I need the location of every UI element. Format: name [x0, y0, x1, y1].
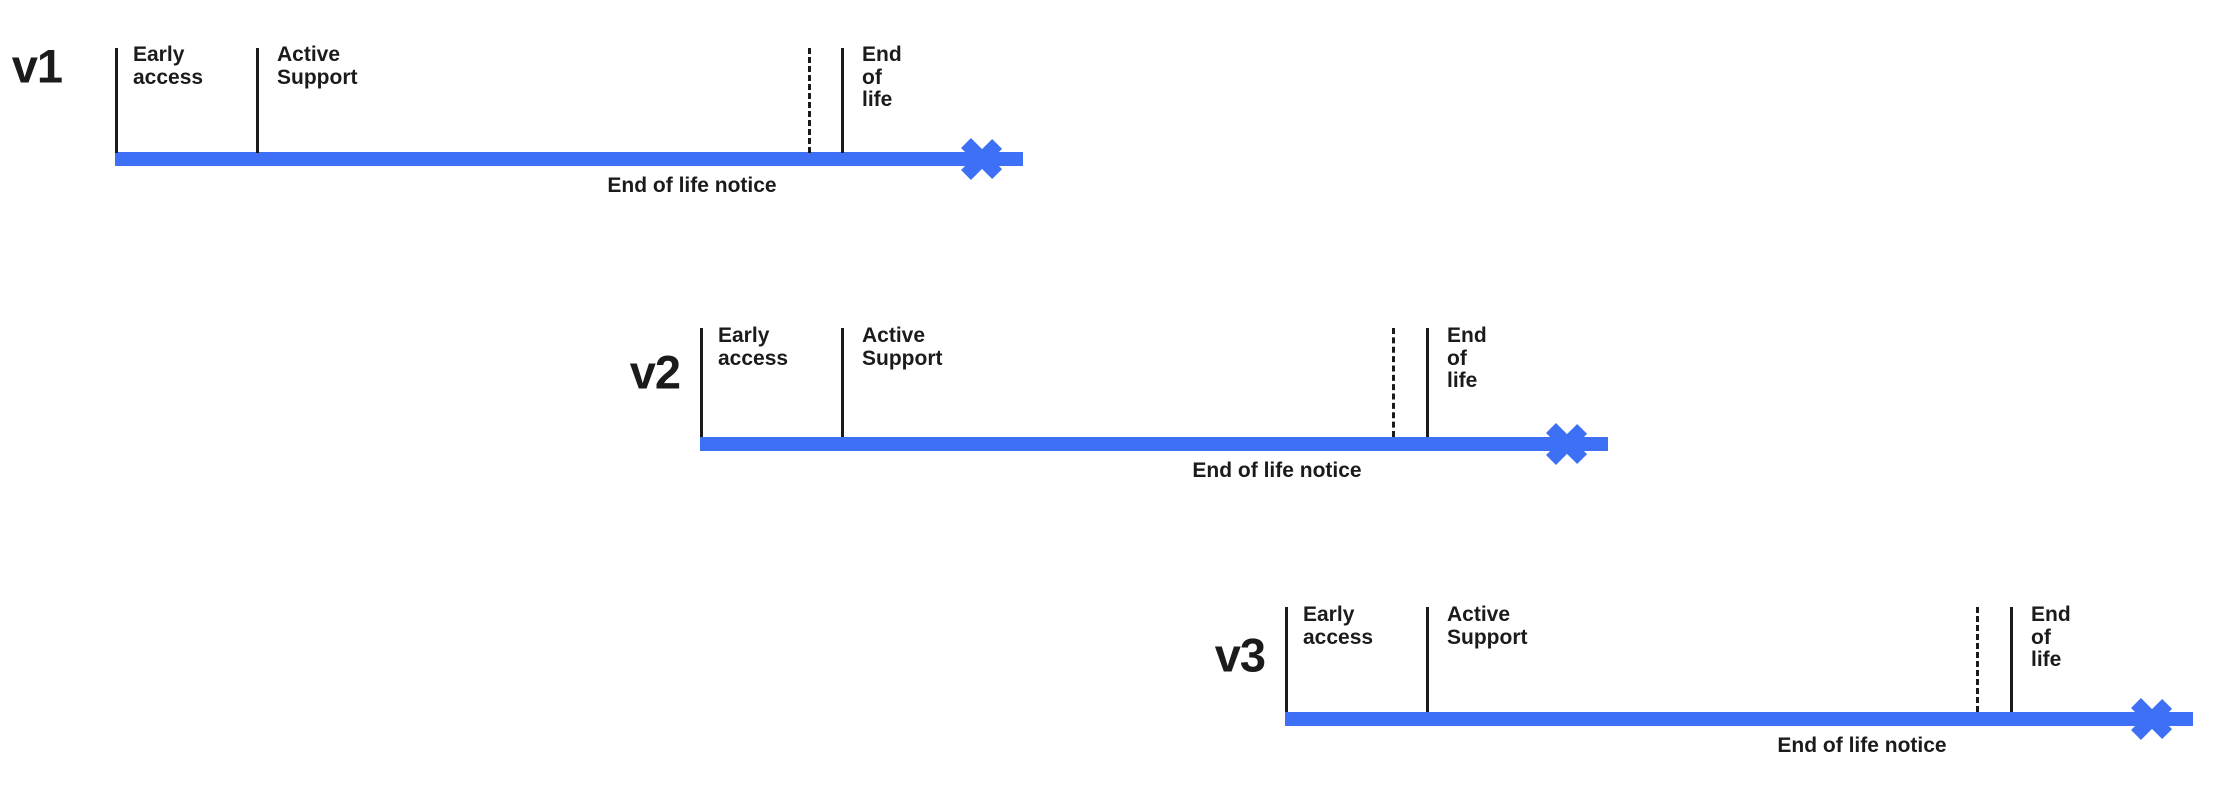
- phase-label-v3-1: Active Support: [1447, 603, 1528, 649]
- phase-divider-v3-3: [2010, 607, 2013, 712]
- version-label-v3: v3: [1214, 628, 1266, 682]
- end-of-life-notice-label-v2: End of life notice: [1192, 459, 1362, 482]
- phase-divider-v2-3: [1426, 328, 1429, 437]
- phase-label-v3-2: End of life: [2031, 603, 2071, 672]
- timeline-arrow-shaft-v2: [700, 437, 1608, 451]
- timeline-arrow-shaft-v1: [115, 152, 1023, 166]
- phase-divider-v1-3: [841, 48, 844, 153]
- timeline-arrow-head-icon-v1: [961, 128, 1016, 190]
- timeline-arrow-shaft-v3: [1285, 712, 2193, 726]
- phase-label-v1-2: End of life: [862, 43, 902, 112]
- phase-label-v3-0: Early access: [1303, 603, 1374, 649]
- version-label-v1: v1: [11, 39, 63, 93]
- phase-divider-v3-1: [1426, 607, 1429, 712]
- phase-label-v2-0: Early access: [718, 324, 789, 370]
- end-of-life-notice-label-v3: End of life notice: [1777, 734, 1947, 757]
- phase-divider-v3-0: [1285, 607, 1288, 712]
- phase-divider-dashed-v2-2: [1392, 328, 1395, 437]
- phase-label-v1-1: Active Support: [277, 43, 358, 89]
- phase-divider-v2-0: [700, 328, 703, 437]
- phase-label-v2-2: End of life: [1447, 324, 1487, 393]
- phase-divider-dashed-v3-2: [1976, 607, 1979, 712]
- phase-label-v1-0: Early access: [133, 43, 204, 89]
- phase-divider-dashed-v1-2: [808, 48, 811, 153]
- phase-divider-v1-1: [256, 48, 259, 153]
- phase-divider-v1-0: [115, 48, 118, 153]
- timeline-arrow-head-icon-v2: [1546, 413, 1601, 475]
- timeline-arrow-head-icon-v3: [2131, 688, 2186, 750]
- phase-divider-v2-1: [841, 328, 844, 437]
- end-of-life-notice-label-v1: End of life notice: [607, 174, 777, 197]
- version-label-v2: v2: [629, 345, 681, 399]
- phase-label-v2-1: Active Support: [862, 324, 943, 370]
